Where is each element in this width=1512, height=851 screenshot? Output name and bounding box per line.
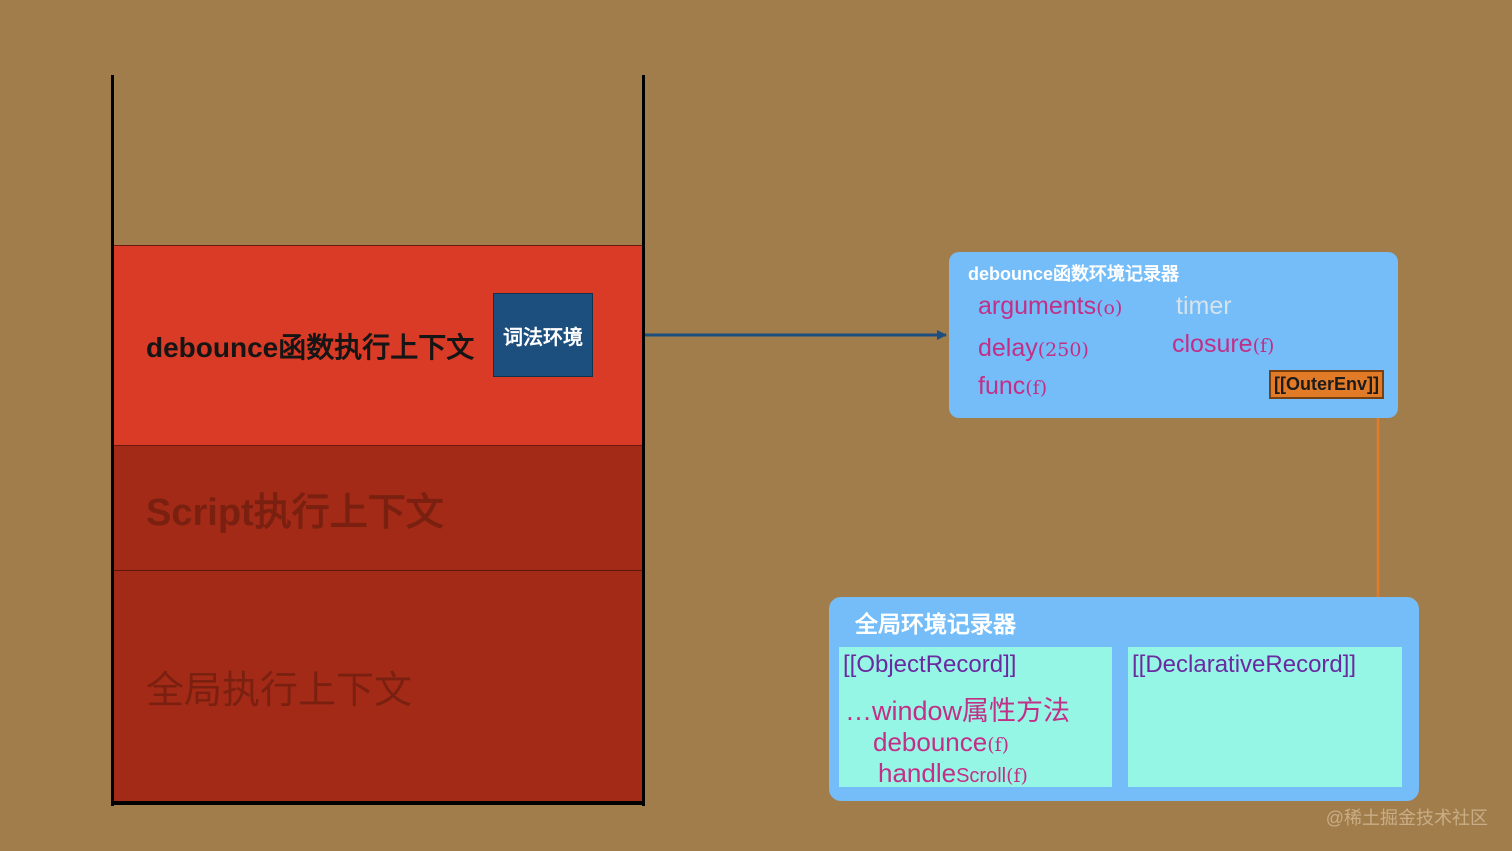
handle-scroll-binding: handleScroll(f) xyxy=(878,758,1028,788)
object-record: [[ObjectRecord]] …window属性方法 debounce(f)… xyxy=(839,647,1112,788)
global-environment-record: 全局环境记录器 [[ObjectRecord]] …window属性方法 deb… xyxy=(829,597,1419,801)
script-execution-context: Script执行上下文 xyxy=(114,446,642,571)
var-timer: timer xyxy=(1176,292,1232,320)
debounce-environment-record: debounce函数环境记录器 arguments(o) delay(250) … xyxy=(949,252,1398,418)
declarative-record: [[DeclarativeRecord]] xyxy=(1128,647,1402,787)
window-properties-item: …window属性方法 xyxy=(845,696,1071,726)
stack-left-wall xyxy=(111,75,114,806)
watermark: @稀土掘金技术社区 xyxy=(1325,808,1488,828)
var-arguments: arguments(o) xyxy=(978,292,1123,320)
debounce-record-title: debounce函数环境记录器 xyxy=(968,264,1180,284)
stack-right-wall xyxy=(642,75,645,806)
debounce-binding: debounce(f) xyxy=(873,727,1010,757)
lexical-environment-box: 词法环境 xyxy=(493,293,593,377)
global-execution-context: 全局执行上下文 xyxy=(114,571,642,801)
debounce-context-label: debounce函数执行上下文 xyxy=(146,331,475,363)
var-func: func(f) xyxy=(978,372,1048,400)
var-delay: delay(250) xyxy=(978,334,1089,362)
outer-env-tag: [[OuterEnv]] xyxy=(1269,370,1384,399)
object-record-title: [[ObjectRecord]] xyxy=(843,651,1017,678)
lexical-environment-label: 词法环境 xyxy=(503,326,583,349)
declarative-record-title: [[DeclarativeRecord]] xyxy=(1132,651,1357,678)
global-record-title: 全局环境记录器 xyxy=(855,611,1016,637)
global-context-label: 全局执行上下文 xyxy=(146,669,413,712)
script-context-label: Script执行上下文 xyxy=(146,491,444,534)
var-closure: closure(f) xyxy=(1172,330,1275,358)
stack-bottom xyxy=(111,801,645,805)
